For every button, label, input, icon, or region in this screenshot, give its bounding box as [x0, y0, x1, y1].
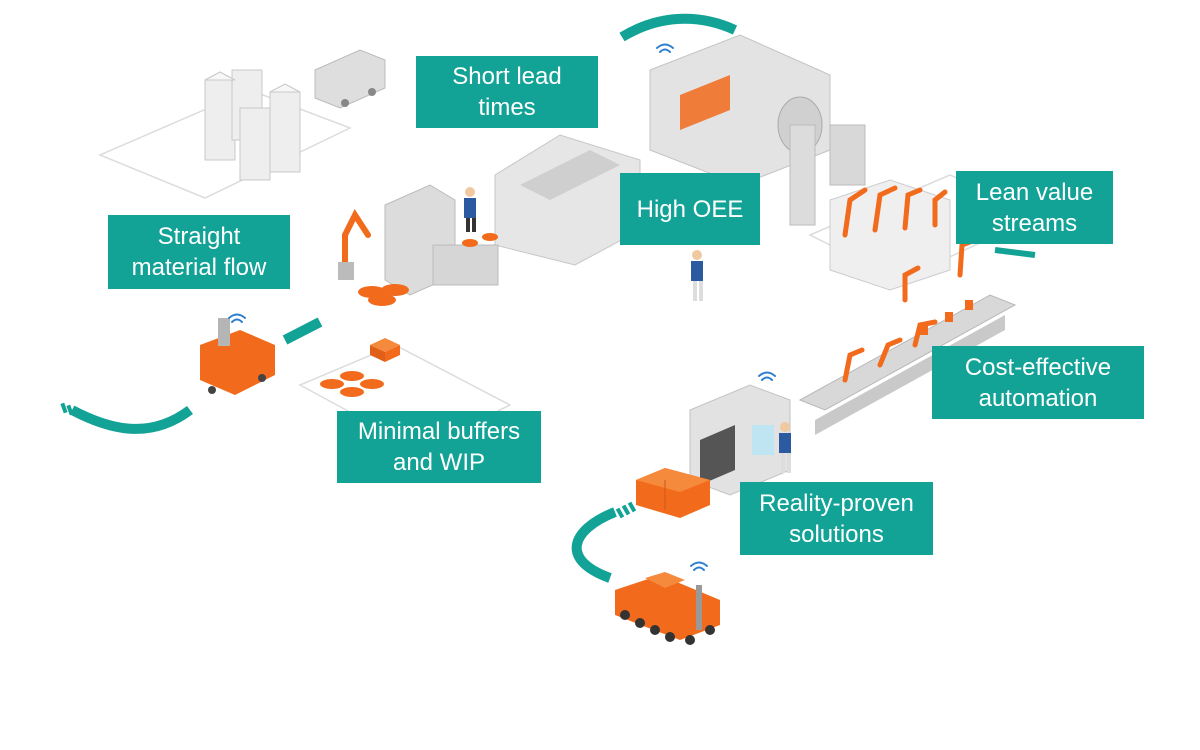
wifi-signal-icon — [228, 43, 776, 571]
robot-cell-right — [829, 179, 978, 303]
label-straight-material-flow: Straight material flow — [108, 215, 290, 289]
press-machine-icon — [649, 34, 866, 226]
flow-arrow-top — [619, 13, 738, 42]
label-reality-proven-solutions: Reality-proven solutions — [740, 482, 933, 555]
label-lean-value-streams: Lean value streams — [956, 171, 1113, 244]
crate-icon — [370, 338, 400, 362]
flow-segment-bottom — [571, 507, 617, 583]
agv-icon — [200, 318, 275, 395]
oven-machine-icon — [384, 134, 641, 296]
warehouse-stack-icon — [204, 69, 301, 181]
flow-segment-left — [69, 405, 193, 434]
label-high-oee: High OEE — [620, 173, 760, 245]
conveyor-icon — [798, 294, 1017, 435]
label-short-lead-times: Short lead times — [416, 56, 598, 128]
inspection-machine-icon — [689, 384, 791, 496]
flow-dashes — [60, 402, 637, 519]
label-cost-effective-automation: Cost-effective automation — [932, 346, 1144, 419]
truck-icon — [314, 49, 386, 109]
robot-base — [338, 262, 354, 280]
label-minimal-buffers: Minimal buffers and WIP — [337, 411, 541, 483]
flow-path — [69, 13, 1036, 583]
workpiece-discs — [320, 284, 409, 397]
worker-icon — [464, 187, 791, 473]
agv-bottom-icon — [615, 572, 720, 645]
crate-stack-icon — [636, 468, 710, 518]
robot-arm-icon — [342, 208, 371, 268]
